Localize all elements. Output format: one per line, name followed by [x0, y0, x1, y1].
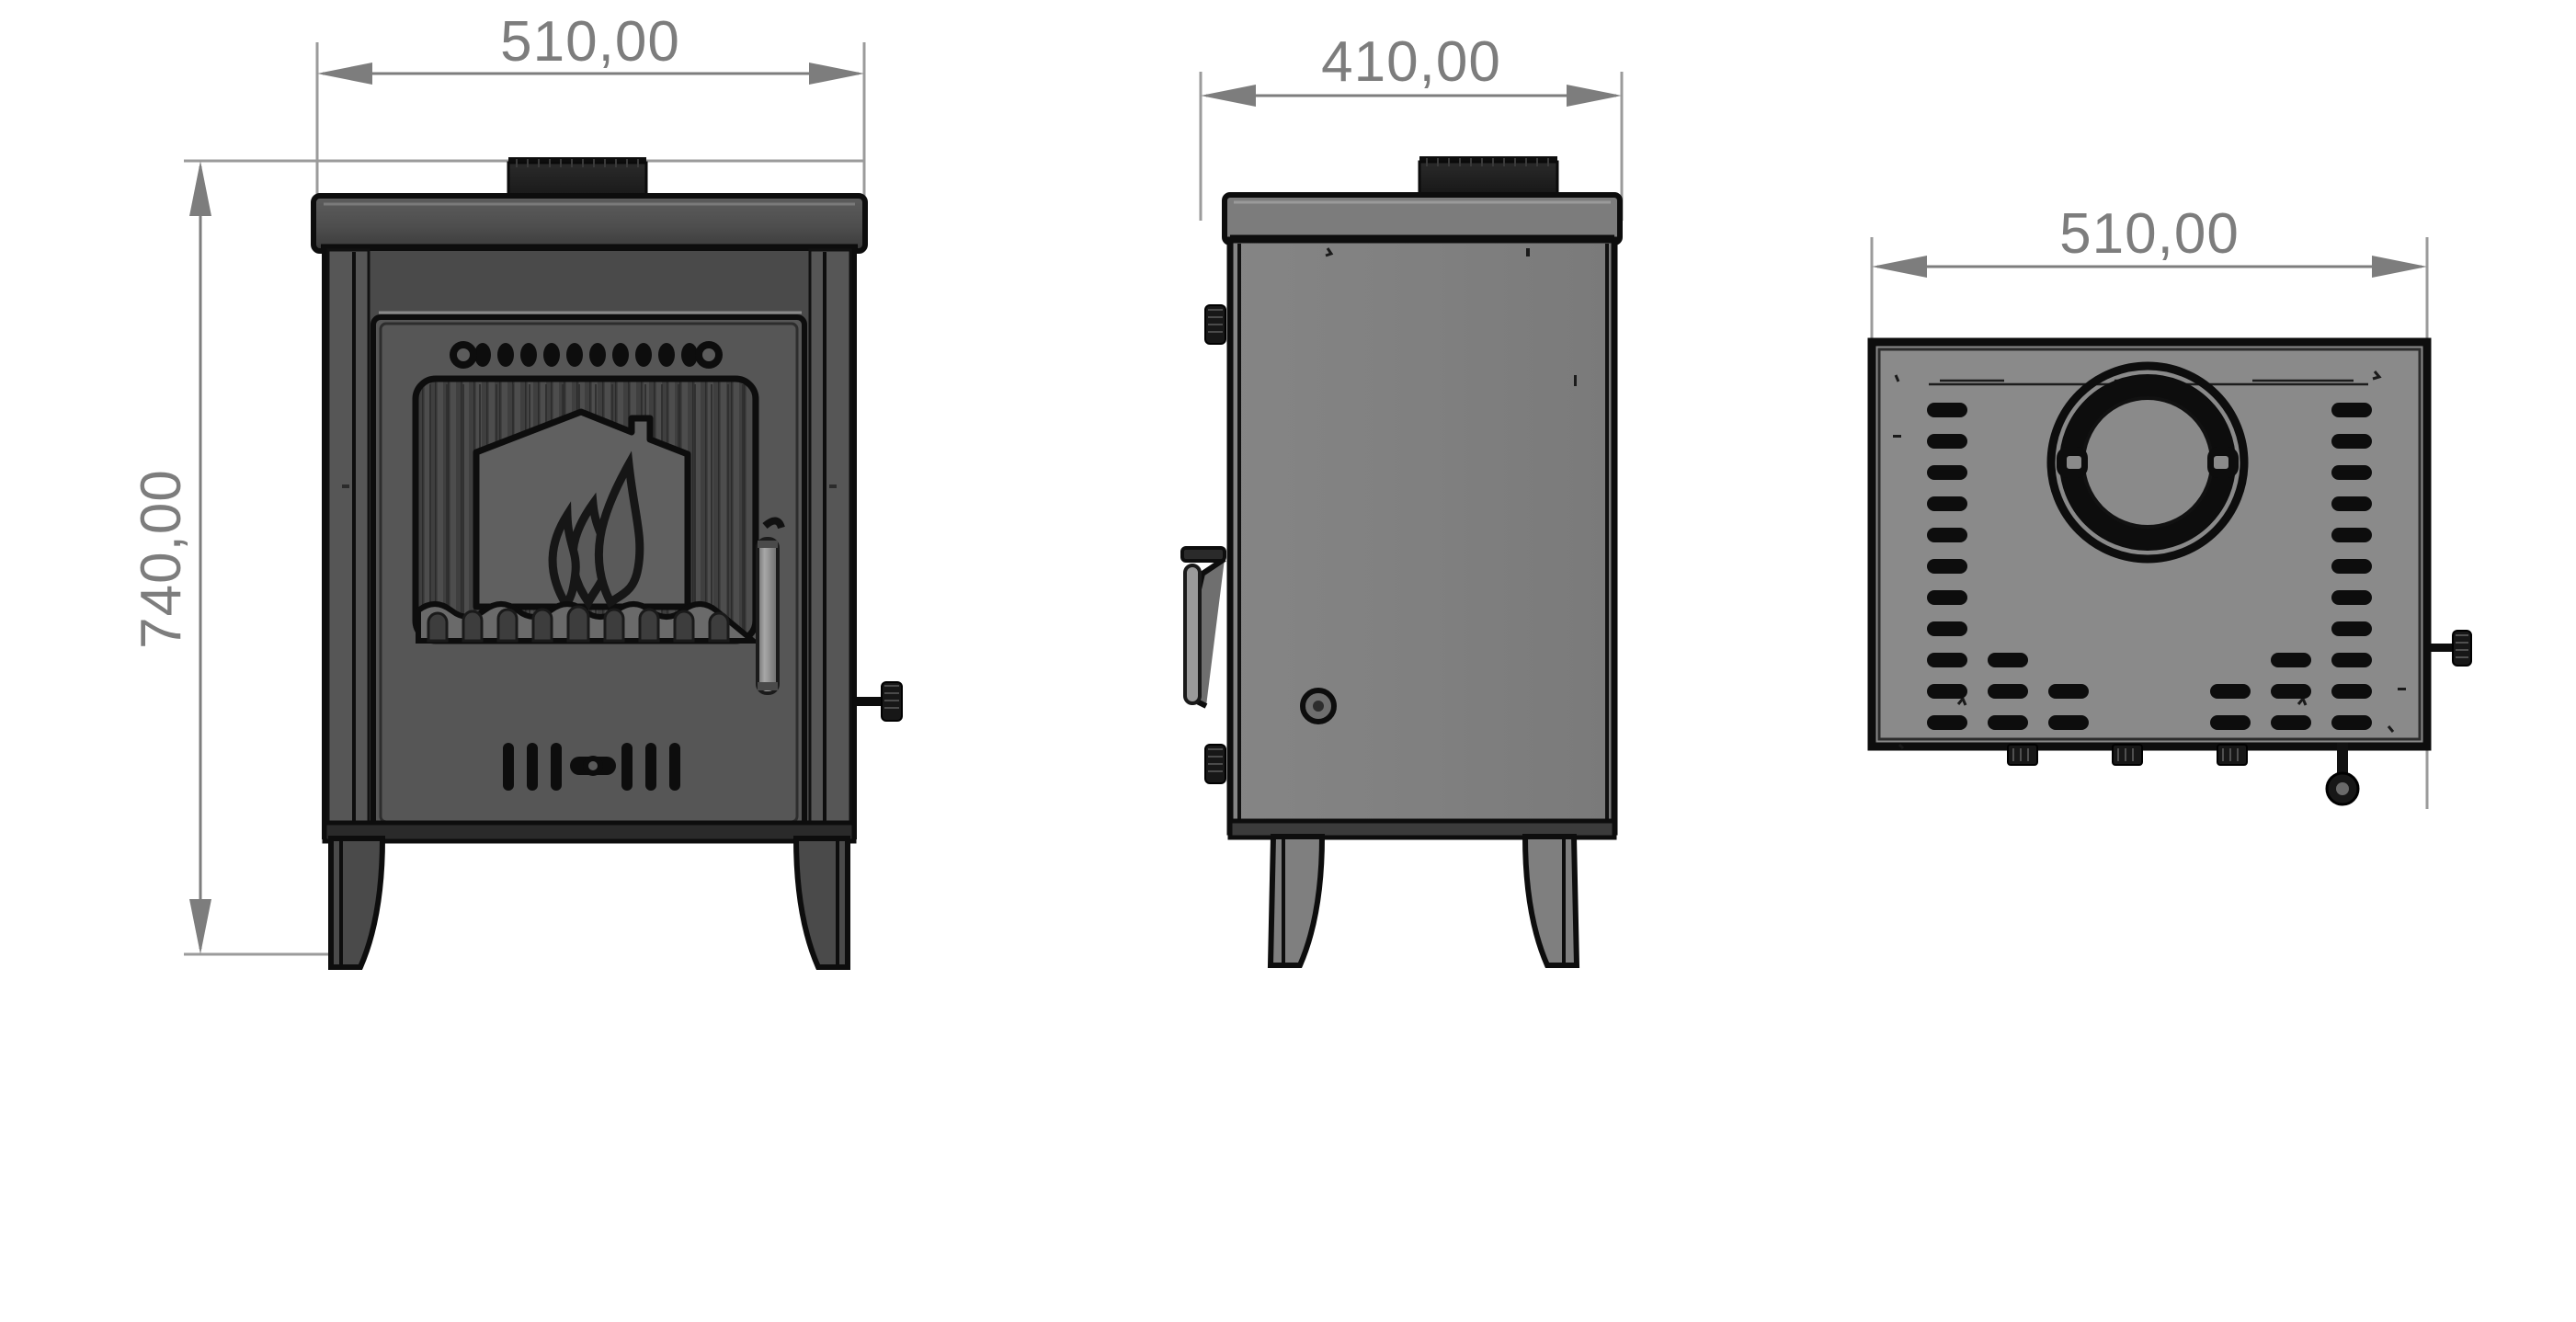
rear-louvre-slots-left [1927, 403, 2089, 730]
dimension-front-width: 510,00 [317, 10, 864, 85]
front-right-leg [792, 836, 850, 970]
rear-corner-bracket [2325, 743, 2360, 806]
dimension-rear-width: 510,00 [1872, 202, 2427, 278]
rear-side-knob[interactable] [2429, 630, 2472, 667]
front-door-handle[interactable] [756, 517, 785, 695]
front-view: 510,00 740,00 [130, 10, 903, 970]
front-width-label: 510,00 [500, 10, 680, 74]
front-bottom-rail [322, 820, 857, 844]
front-top-plate [311, 193, 868, 254]
front-height-arrow-top [189, 161, 211, 216]
side-left-leg [1267, 834, 1326, 968]
rear-tab-3 [2217, 744, 2248, 766]
side-right-leg [1522, 834, 1580, 968]
side-top-plate [1222, 192, 1623, 245]
side-upper-knob[interactable] [1204, 304, 1226, 345]
air-hole-screw-left [450, 341, 477, 369]
flame-icon [548, 450, 644, 613]
side-depth-arrow-left [1201, 85, 1256, 107]
rear-width-arrow-right [2372, 256, 2427, 278]
house-flame-logo [416, 408, 761, 644]
rear-flue-clamp-right [2207, 447, 2239, 478]
front-left-leg [328, 836, 386, 970]
side-depth-label: 410,00 [1321, 30, 1501, 94]
dimension-front-height: 740,00 [130, 161, 211, 954]
rear-view: 510,00 [1867, 202, 2472, 809]
rear-bottom-tabs [2007, 744, 2248, 766]
front-width-arrow-left [317, 63, 372, 85]
side-panel [1226, 236, 1618, 836]
front-air-control-knob[interactable] [570, 756, 616, 776]
front-height-arrow-bottom [189, 899, 211, 954]
front-door-air-holes [450, 341, 723, 369]
rear-tab-1 [2007, 744, 2038, 766]
rear-flue-clamp-left [2057, 447, 2088, 478]
front-air-control-slots[interactable] [503, 743, 680, 791]
side-bottom-rail [1227, 818, 1617, 840]
front-width-arrow-right [809, 63, 864, 85]
rear-louvre-slots-right [2210, 403, 2372, 730]
rear-tab-2 [2112, 744, 2143, 766]
side-lever[interactable] [1180, 546, 1226, 709]
front-height-label: 740,00 [130, 469, 193, 649]
rear-width-arrow-left [1872, 256, 1927, 278]
rear-flue-ring [2046, 361, 2249, 564]
front-side-knob[interactable] [854, 681, 903, 722]
side-view: 410,00 [1180, 30, 1624, 968]
side-centre-screw [1300, 688, 1337, 724]
front-door-glass [412, 375, 761, 644]
side-lower-knob[interactable] [1204, 744, 1226, 784]
dimension-side-depth: 410,00 [1201, 30, 1622, 107]
side-depth-arrow-right [1567, 85, 1622, 107]
air-hole-screw-right [695, 341, 723, 369]
rear-width-label: 510,00 [2059, 202, 2240, 266]
